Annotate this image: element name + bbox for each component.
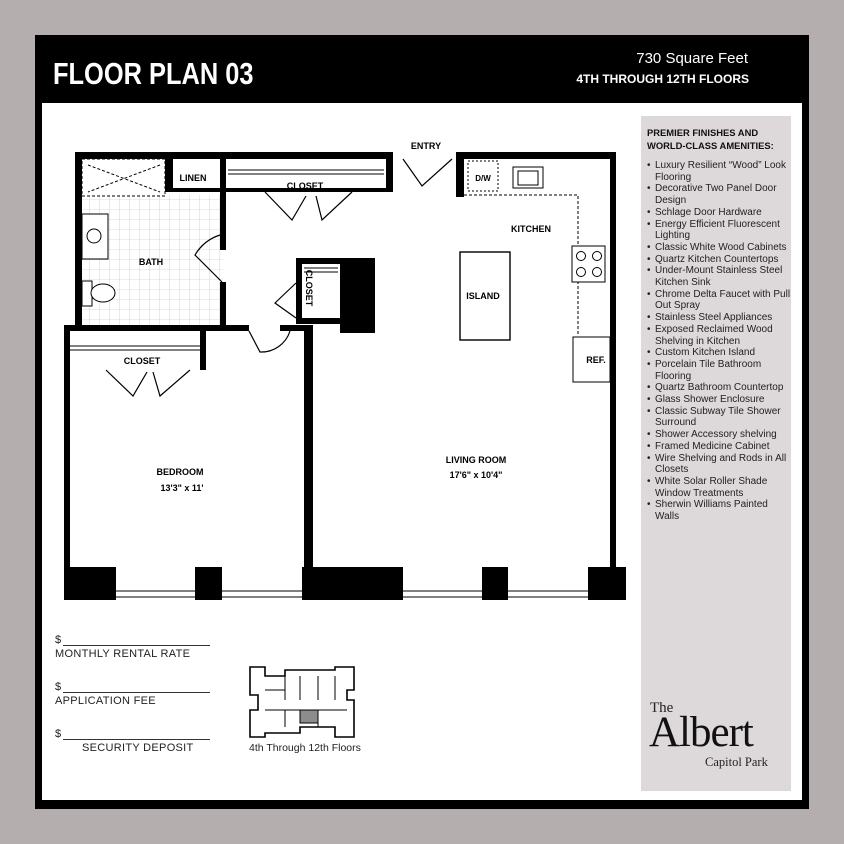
fee-application-line (63, 692, 210, 693)
label-bedroom-dims: 13'3" x 11' (160, 483, 203, 493)
label-island: ISLAND (466, 291, 500, 301)
bath-fixtures (81, 213, 116, 307)
fee-monthly-rent-line (63, 645, 210, 646)
amenity-item: Shower Accessory shelving (647, 429, 791, 441)
key-plan-highlight (299, 709, 319, 724)
page-title: FLOOR PLAN 03 (53, 56, 254, 91)
amenities-heading: PREMIER FINISHES AND WORLD-CLASS AMENITI… (647, 127, 774, 151)
amenity-item: Glass Shower Enclosure (647, 394, 791, 406)
amenity-item: Porcelain Tile Bathroom Flooring (647, 359, 791, 382)
label-living-room: LIVING ROOM (446, 455, 507, 465)
label-living-dims: 17'6" x 10'4" (450, 470, 503, 480)
label-closet-hall: CLOSET (304, 270, 314, 307)
amenity-item: Classic Subway Tile Shower Surround (647, 406, 791, 429)
amenity-item: Luxury Resilient “Wood” Look Flooring (647, 160, 791, 183)
brand-the: The (650, 700, 674, 716)
amenity-item: Sherwin Williams Painted Walls (647, 499, 791, 522)
kitchen-counters (459, 160, 611, 383)
label-bath: BATH (139, 257, 163, 267)
walls (64, 152, 626, 600)
closet-shelving (70, 169, 384, 351)
label-linen: LINEN (180, 173, 207, 183)
label-kitchen: KITCHEN (511, 224, 551, 234)
floors-range: 4TH THROUGH 12TH FLOORS (576, 72, 749, 86)
amenity-item: Chrome Delta Faucet with Pull Out Spray (647, 289, 791, 312)
fee-security-line (63, 739, 210, 740)
amenity-item: Wire Shelving and Rods in All Closets (647, 453, 791, 476)
amenity-item: Quartz Bathroom Countertop (647, 382, 791, 394)
label-closet-top: CLOSET (287, 181, 324, 191)
amenities-list: Luxury Resilient “Wood” Look FlooringDec… (647, 160, 791, 523)
label-closet-bedroom: CLOSET (124, 356, 161, 366)
amenity-item: Classic White Wood Cabinets (647, 242, 791, 254)
amenity-item: Exposed Reclaimed Wood Shelving in Kitch… (647, 324, 791, 347)
brand-subtitle: Capitol Park (705, 755, 768, 769)
amenity-item: Under-Mount Stainless Steel Kitchen Sink (647, 265, 791, 288)
amenity-item: White Solar Roller Shade Window Treatmen… (647, 476, 791, 499)
amenity-item: Stainless Steel Appliances (647, 312, 791, 324)
label-dishwasher: D/W (475, 174, 491, 183)
key-plan (249, 666, 355, 738)
amenity-item: Energy Efficient Fluorescent Lighting (647, 219, 791, 242)
label-entry: ENTRY (411, 141, 441, 151)
brand-logo-name: Albert (649, 709, 754, 756)
amenity-item: Decorative Two Panel Door Design (647, 183, 791, 206)
shower (81, 158, 166, 197)
amenity-item: Quartz Kitchen Countertops (647, 254, 791, 266)
doors (105, 158, 453, 398)
windows (116, 590, 588, 598)
label-refrigerator: REF. (586, 355, 606, 365)
amenity-item: Framed Medicine Cabinet (647, 441, 791, 453)
key-plan-caption: 4th Through 12th Floors (249, 742, 361, 754)
square-feet: 730 Square Feet (636, 50, 748, 67)
label-bedroom: BEDROOM (157, 467, 204, 477)
amenity-item: Custom Kitchen Island (647, 347, 791, 359)
amenity-item: Schlage Door Hardware (647, 207, 791, 219)
